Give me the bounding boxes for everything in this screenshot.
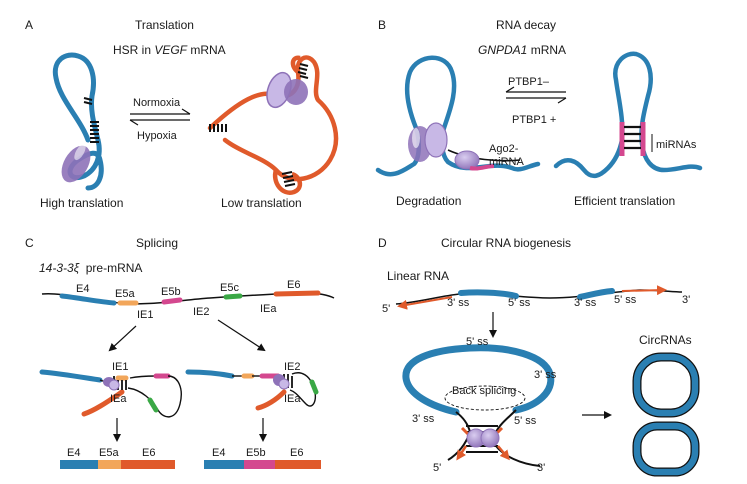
degradation-caption: Degradation xyxy=(396,194,461,208)
hypoxia-label: Hypoxia xyxy=(137,130,178,142)
product-mrna-e5b: E4 E5b E6 xyxy=(204,447,321,469)
circle-5ss-right: 5' ss xyxy=(514,415,537,427)
panel-a-letter: A xyxy=(25,18,33,32)
linear-5ss-2: 5' ss xyxy=(614,294,637,306)
panel-d: D Circular RNA biogenesis Linear RNA 5' … xyxy=(378,236,700,477)
panel-b-subtitle: GNPDA1 mRNA xyxy=(478,43,566,57)
product-right-exon-3: E6 xyxy=(290,447,303,459)
panel-b: B RNA decay GNPDA1 mRNA Ago2- miRNA PTBP… xyxy=(375,18,703,208)
exon-e6-label: E6 xyxy=(287,279,300,291)
panel-b-letter: B xyxy=(378,18,386,32)
linear-3prime: 3' xyxy=(682,294,690,306)
circrna-ring-2 xyxy=(632,421,700,477)
bottom-3prime: 3' xyxy=(537,462,545,474)
pre-mrna-strand xyxy=(41,290,335,306)
pre-mrna-label: 14-3-3ξ pre-mRNA xyxy=(39,261,142,275)
product-left-exon-3: E6 xyxy=(142,447,155,459)
panel-c: C Splicing 14-3-3ξ pre-mRNA E4 E5a E5b E… xyxy=(25,236,335,469)
linear-3ss-1: 3' ss xyxy=(447,297,470,309)
left-struct-bottom-label: IEa xyxy=(110,393,127,405)
product-left-exon-1: E4 xyxy=(67,447,80,459)
efficient-translation-caption: Efficient translation xyxy=(574,194,675,208)
bottom-5prime: 5' xyxy=(433,462,441,474)
splicing-structure-e5a xyxy=(39,369,182,418)
mirnas-label: miRNAs xyxy=(656,139,697,151)
panel-c-title: Splicing xyxy=(136,236,178,250)
backsplice-dashed-region xyxy=(444,385,526,411)
ago2-label: Ago2- xyxy=(489,143,519,155)
ptbp1-plus-label: PTBP1 + xyxy=(512,114,556,126)
mirna-label-left: miRNA xyxy=(489,156,524,168)
product-right-exon-2: E5b xyxy=(246,447,266,459)
ago2-complex xyxy=(454,150,480,170)
circrnas-label: CircRNAs xyxy=(639,333,692,347)
panel-b-title: RNA decay xyxy=(496,18,556,32)
gnpda1-degradation-structure xyxy=(375,55,541,177)
circle-5ss-top: 5' ss xyxy=(466,336,489,348)
intron-ie2-label: IE2 xyxy=(193,306,210,318)
right-struct-bottom-label: IEa xyxy=(284,393,301,405)
hsr-high-translation-structure xyxy=(52,52,104,191)
circle-3ss-right: 3' ss xyxy=(534,369,557,381)
intron-iea-label: IEa xyxy=(260,303,277,315)
circle-3ss-left: 3' ss xyxy=(412,413,435,425)
left-struct-top-label: IE1 xyxy=(112,361,129,373)
back-splicing-label: Back splicing xyxy=(452,385,516,397)
back-splicing-structure xyxy=(402,344,555,467)
protein-blob xyxy=(61,145,91,183)
splicing-structure-e5b xyxy=(185,369,319,411)
gnpda1-efficient-structure xyxy=(553,51,703,179)
intron-ie1-label: IE1 xyxy=(137,309,154,321)
linear-3ss-2: 3' ss xyxy=(574,297,597,309)
linear-5prime: 5' xyxy=(382,303,390,315)
arrow-to-right-structure xyxy=(217,319,266,352)
normoxia-label: Normoxia xyxy=(133,97,181,109)
arrow-to-left-structure xyxy=(108,325,137,352)
ptbp1-minus-label: PTBP1– xyxy=(508,76,550,88)
exon-e5c-label: E5c xyxy=(220,282,239,294)
linear-rna-strand xyxy=(395,285,683,310)
protein-blob xyxy=(424,122,448,158)
product-mrna-e5a: E4 E5a E6 xyxy=(60,447,175,469)
exon-e5a-label: E5a xyxy=(115,288,135,300)
linear-5ss-1: 5' ss xyxy=(508,297,531,309)
exon-e5b-label: E5b xyxy=(161,286,181,298)
equilibrium-arrows-a: Normoxia Hypoxia xyxy=(129,97,191,142)
panel-c-letter: C xyxy=(25,236,34,250)
right-struct-top-label: IE2 xyxy=(284,361,301,373)
panel-a-subtitle: HSR in VEGF mRNA xyxy=(113,43,226,57)
circrna-ring-1 xyxy=(632,352,700,418)
low-translation-caption: Low translation xyxy=(221,196,302,210)
panel-d-letter: D xyxy=(378,236,387,250)
panel-d-title: Circular RNA biogenesis xyxy=(441,236,571,250)
high-translation-caption: High translation xyxy=(40,196,123,210)
linear-rna-label: Linear RNA xyxy=(387,269,449,283)
hsr-low-translation-structure xyxy=(207,55,339,195)
product-right-exon-1: E4 xyxy=(212,447,225,459)
protein-blob xyxy=(284,79,308,105)
exon-e4-label: E4 xyxy=(76,283,89,295)
equilibrium-arrows-b: PTBP1– PTBP1 + xyxy=(505,76,567,126)
panel-a: A Translation HSR in VEGF mRNA Normoxia … xyxy=(25,18,339,210)
panel-a-title: Translation xyxy=(135,18,194,32)
product-left-exon-2: E5a xyxy=(99,447,119,459)
